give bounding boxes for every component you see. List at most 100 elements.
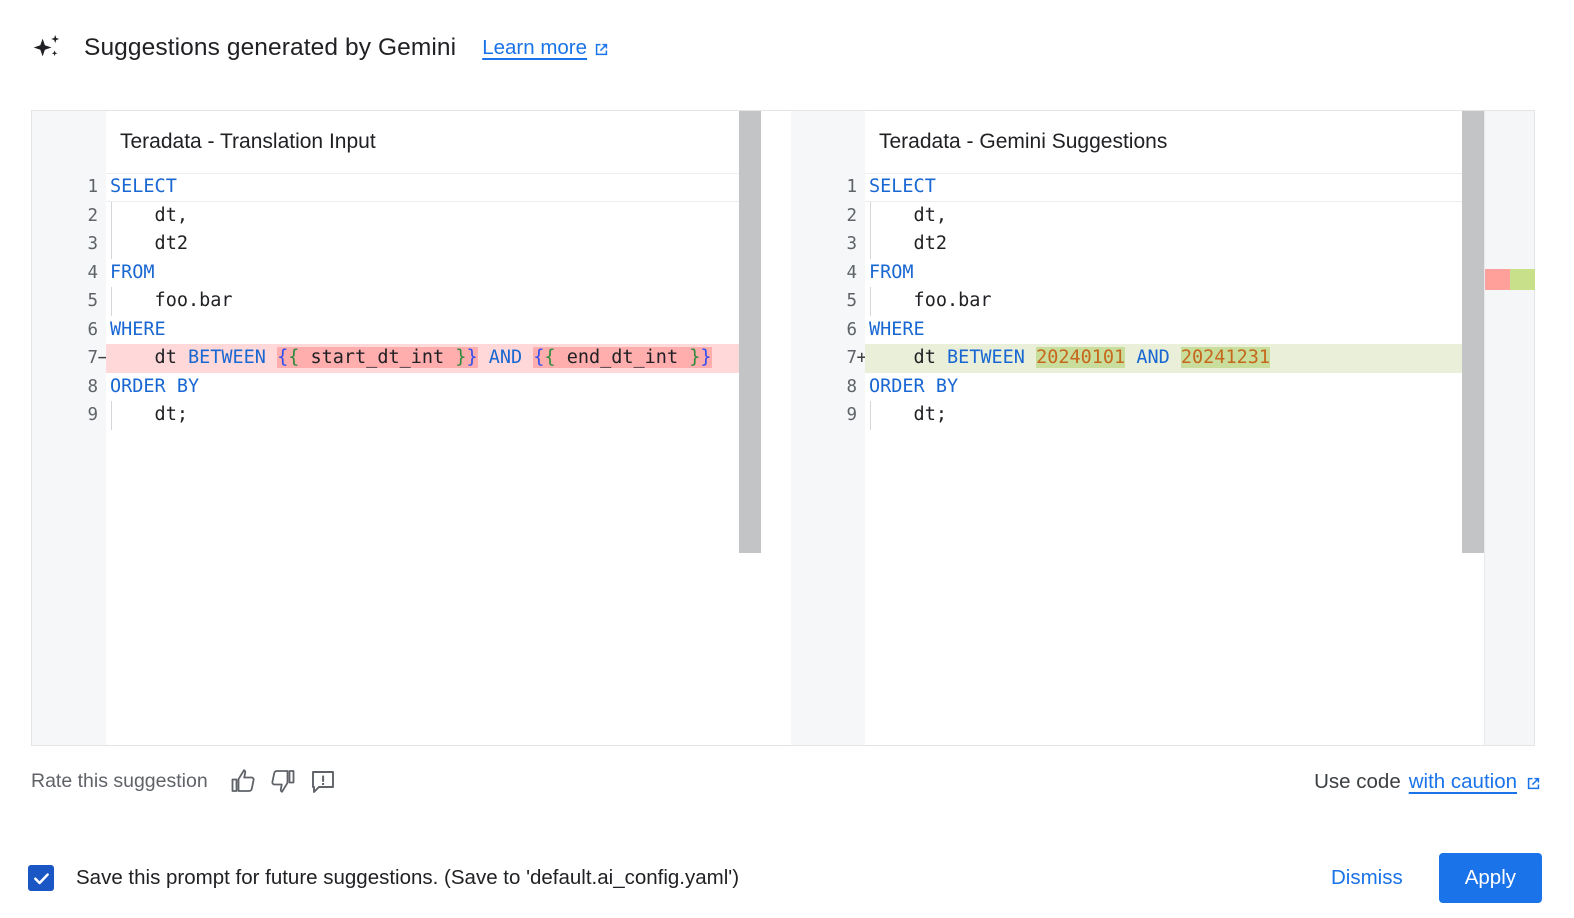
panel-header: Suggestions generated by Gemini Learn mo… <box>30 26 610 70</box>
diff-removed-marker: − <box>97 348 108 368</box>
line-number: 2 <box>846 205 857 226</box>
code-token: BETWEEN <box>946 347 1025 368</box>
rate-suggestion-row: Rate this suggestion <box>31 768 336 794</box>
learn-more-link[interactable]: Learn more <box>482 36 610 60</box>
code-token: dt; <box>869 404 947 425</box>
code-line[interactable]: FROM <box>865 259 1462 288</box>
code-token <box>1125 347 1136 368</box>
code-token: } <box>689 347 701 368</box>
line-number: 3 <box>846 234 857 254</box>
pane-divider <box>761 111 791 745</box>
line-number: 8 <box>87 376 98 397</box>
code-line[interactable]: dt; <box>106 401 739 430</box>
scrollbar-thumb-right[interactable] <box>1462 111 1484 553</box>
thumb-down-icon[interactable] <box>270 768 296 794</box>
line-number: 7− <box>32 344 108 373</box>
line-number: 3 <box>87 234 98 254</box>
line-number: 5 <box>87 291 98 311</box>
code-token: start_dt_int <box>299 347 456 368</box>
code-token: { <box>277 347 289 368</box>
code-token: ORDER BY <box>869 375 959 397</box>
code-line[interactable]: dt, <box>865 201 1462 231</box>
line-number: 2 <box>87 205 98 226</box>
page-title: Suggestions generated by Gemini <box>84 34 457 61</box>
rate-icon-group <box>230 768 336 794</box>
use-code-prefix: Use code <box>1314 770 1401 793</box>
code-token: 20241231 <box>1180 347 1270 368</box>
code-token: { <box>533 347 545 368</box>
code-line[interactable]: WHERE <box>865 316 1462 345</box>
line-number: 6 <box>846 319 857 340</box>
line-number: 7+ <box>791 344 867 373</box>
code-token: AND <box>1136 347 1170 368</box>
code-line[interactable]: dt2 <box>106 230 739 259</box>
with-caution-link[interactable]: with caution <box>1408 770 1517 793</box>
code-area-right[interactable]: Teradata - Gemini Suggestions SELECT dt,… <box>865 111 1462 745</box>
scrollbar-thumb-left[interactable] <box>739 111 761 553</box>
external-link-icon <box>593 40 610 57</box>
scrollbar-left[interactable] <box>739 111 761 745</box>
code-token: SELECT <box>110 176 177 197</box>
code-token: } <box>700 347 712 368</box>
code-line[interactable]: dt BETWEEN {{ start_dt_int }} AND {{ end… <box>106 344 739 373</box>
line-number: 1 <box>846 177 857 197</box>
line-number: 9 <box>87 405 98 425</box>
code-token: end_dt_int <box>555 347 690 368</box>
code-line[interactable]: ORDER BY <box>106 373 739 402</box>
code-token: dt, <box>869 204 947 226</box>
code-token: dt2 <box>110 233 188 254</box>
code-token: FROM <box>110 261 155 283</box>
code-area-left[interactable]: Teradata - Translation Input SELECT dt, … <box>106 111 739 745</box>
use-code-caution: Use code with caution <box>1314 770 1542 794</box>
overview-marker-added <box>1510 269 1535 290</box>
code-line[interactable]: foo.bar <box>106 287 739 316</box>
pane-title-left: Teradata - Translation Input <box>120 130 376 153</box>
save-prompt-checkbox[interactable] <box>28 865 54 891</box>
code-line[interactable]: ORDER BY <box>865 373 1462 402</box>
code-token: foo.bar <box>110 290 233 311</box>
code-token: AND <box>488 347 523 368</box>
dismiss-button[interactable]: Dismiss <box>1317 856 1417 900</box>
code-token: { <box>544 347 556 368</box>
overview-marker-removed <box>1485 269 1510 290</box>
code-line[interactable]: dt BETWEEN 20240101 AND 20241231 <box>865 344 1462 373</box>
line-number: 8 <box>846 376 857 397</box>
code-token: 20240101 <box>1036 347 1126 368</box>
code-line[interactable]: SELECT <box>865 173 1462 202</box>
bottom-buttons: Dismiss Apply <box>1317 853 1542 903</box>
apply-button[interactable]: Apply <box>1438 853 1542 903</box>
line-number: 5 <box>846 291 857 311</box>
code-token <box>1170 347 1181 368</box>
code-token: WHERE <box>869 318 925 340</box>
scrollbar-right[interactable] <box>1462 111 1484 745</box>
external-link-icon <box>1525 774 1542 791</box>
code-token: ORDER BY <box>110 375 200 397</box>
code-line[interactable]: SELECT <box>106 173 739 202</box>
code-line[interactable]: WHERE <box>106 316 739 345</box>
code-token <box>266 347 277 368</box>
pane-title-right: Teradata - Gemini Suggestions <box>879 130 1168 153</box>
report-feedback-icon[interactable] <box>310 768 336 794</box>
code-token: FROM <box>869 261 914 283</box>
overview-ruler[interactable] <box>1484 111 1535 745</box>
gemini-sparkle-icon <box>30 31 64 65</box>
code-line[interactable]: dt2 <box>865 230 1462 259</box>
thumb-up-icon[interactable] <box>230 768 256 794</box>
code-line[interactable]: dt; <box>865 401 1462 430</box>
code-token <box>522 347 533 368</box>
code-token: dt <box>869 347 947 368</box>
code-token: dt, <box>110 204 188 226</box>
learn-more-label: Learn more <box>482 36 588 59</box>
code-line[interactable]: FROM <box>106 259 739 288</box>
code-line[interactable]: foo.bar <box>865 287 1462 316</box>
code-token: } <box>455 347 467 368</box>
code-token <box>1025 347 1036 368</box>
code-line[interactable]: dt, <box>106 201 739 231</box>
diff-added-marker: + <box>856 348 867 368</box>
